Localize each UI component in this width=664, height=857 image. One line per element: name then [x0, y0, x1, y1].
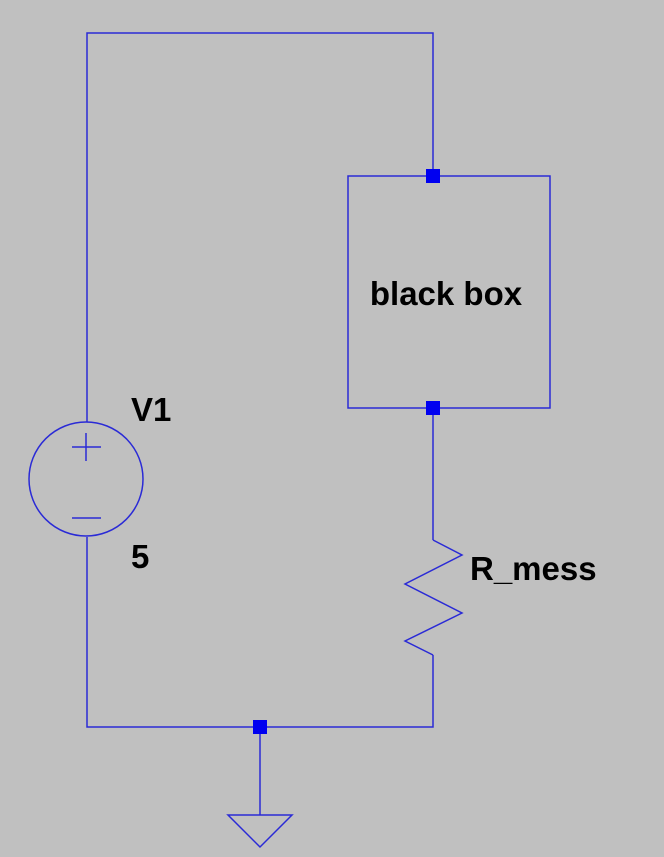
junctions	[253, 169, 440, 734]
black-box-label: black box	[370, 275, 523, 312]
black-box-component[interactable]: black box	[347, 175, 551, 409]
black-box-bottom-pin[interactable]	[426, 401, 440, 415]
resistor-zigzag	[403, 539, 464, 656]
voltage-source-value: 5	[131, 538, 149, 575]
plus-icon	[72, 433, 101, 461]
resistor-name: R_mess	[470, 550, 597, 587]
black-box-top-pin[interactable]	[426, 169, 440, 183]
ground-icon[interactable]	[226, 814, 294, 849]
voltage-source-circle	[28, 421, 144, 537]
black-box-outline	[347, 175, 551, 409]
resistor-component[interactable]: R_mess	[403, 539, 597, 656]
ground-junction[interactable]	[253, 720, 267, 734]
voltage-source-name: V1	[131, 391, 171, 428]
wire-top-loop	[86, 32, 434, 422]
voltage-source-component[interactable]: V1 5	[28, 391, 171, 575]
ground-triangle	[226, 814, 294, 849]
